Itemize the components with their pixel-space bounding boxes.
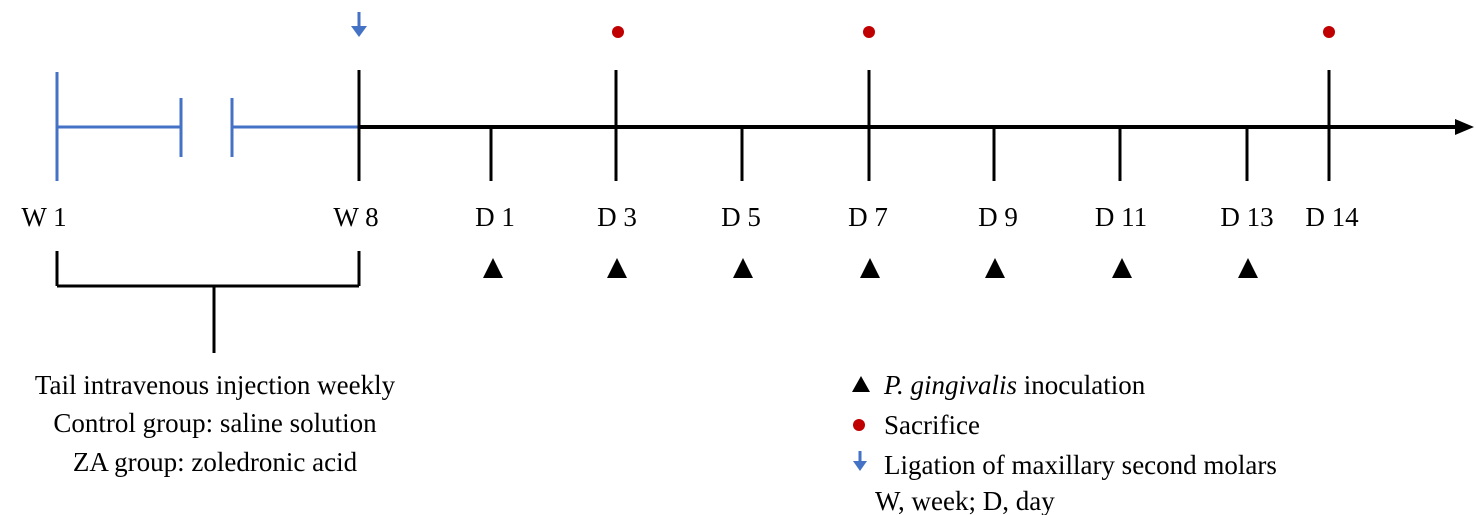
inoculation-markers	[483, 258, 1258, 278]
injection-bracket	[55, 251, 361, 353]
label-d1: D 1	[475, 202, 515, 232]
inoculation-triangle-icon	[1238, 258, 1258, 278]
timeline-axis	[359, 119, 1474, 135]
injection-note-line-1: Tail intravenous injection weekly	[35, 370, 396, 400]
legend-ligation: Ligation of maxillary second molars	[884, 450, 1277, 480]
inoculation-triangle-icon	[860, 258, 880, 278]
label-d11: D 11	[1095, 202, 1147, 232]
inoculation-triangle-icon	[985, 258, 1005, 278]
inoculation-triangle-icon	[607, 258, 627, 278]
legend-abbreviations: W, week; D, day	[875, 486, 1055, 515]
label-d9: D 9	[978, 202, 1018, 232]
label-w8: W 8	[333, 202, 378, 232]
legend-sacrifice: Sacrifice	[884, 410, 980, 440]
inoculation-triangle-icon	[483, 258, 503, 278]
sacrifice-markers	[612, 26, 1335, 38]
pre-phase-bracket	[55, 72, 359, 181]
label-w1: W 1	[21, 202, 66, 232]
ligation-arrow-icon	[351, 12, 367, 37]
injection-note-line-3: ZA group: zoledronic acid	[73, 447, 358, 477]
label-d13: D 13	[1220, 202, 1273, 232]
legend: P. gingivalis inoculation Sacrifice Liga…	[852, 370, 1277, 515]
inoculation-triangle-icon	[733, 258, 753, 278]
sacrifice-dot-icon	[612, 26, 624, 38]
label-d7: D 7	[848, 202, 888, 232]
legend-dot-icon	[853, 419, 865, 431]
day-ticks	[489, 70, 1331, 181]
label-d5: D 5	[721, 202, 761, 232]
legend-down-arrow-icon	[853, 451, 867, 471]
sacrifice-dot-icon	[863, 26, 875, 38]
label-d14: D 14	[1305, 202, 1359, 232]
label-d3: D 3	[597, 202, 637, 232]
legend-inoculation: P. gingivalis inoculation	[883, 370, 1146, 400]
inoculation-triangle-icon	[1112, 258, 1132, 278]
legend-triangle-icon	[852, 376, 870, 392]
sacrifice-dot-icon	[1323, 26, 1335, 38]
injection-note-line-2: Control group: saline solution	[53, 408, 377, 438]
timeline-arrowhead-icon	[1455, 119, 1474, 135]
